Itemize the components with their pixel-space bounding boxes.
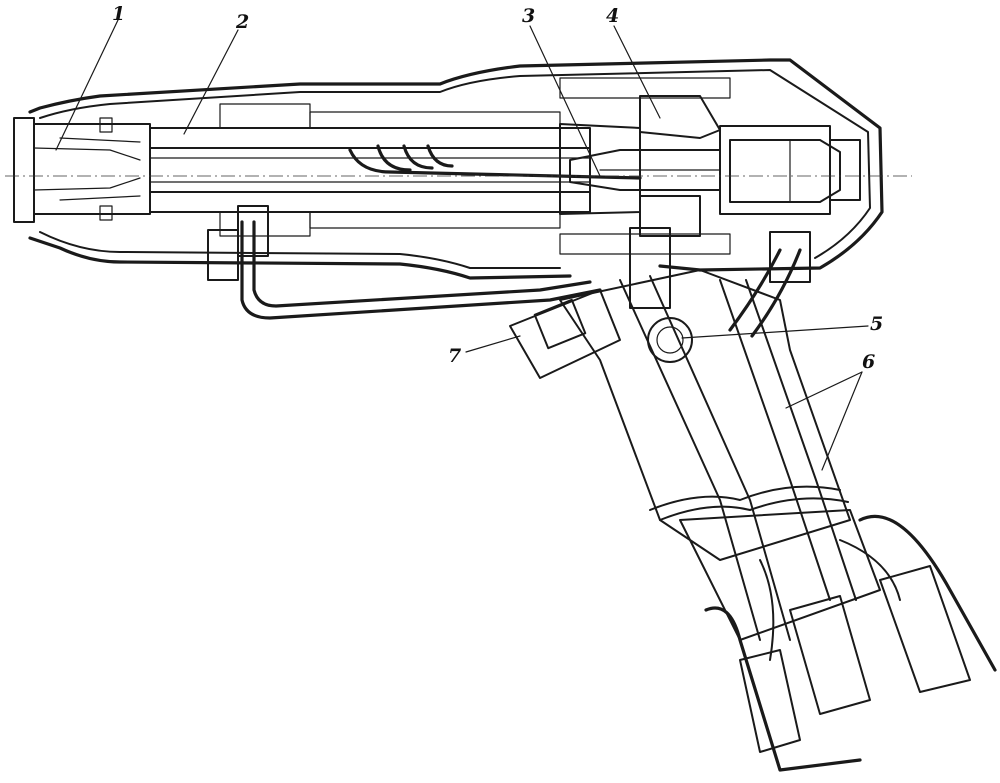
leader-1 bbox=[55, 19, 119, 151]
insulator-ring bbox=[559, 77, 731, 255]
callout-4: 4 bbox=[606, 5, 619, 27]
leader-7 bbox=[465, 335, 521, 353]
callout-3: 3 bbox=[522, 5, 535, 27]
callout-5: 5 bbox=[870, 313, 883, 335]
leader-5 bbox=[681, 325, 869, 339]
leader-3 bbox=[529, 25, 601, 177]
leader-lines bbox=[55, 19, 869, 471]
rear-hose bbox=[728, 231, 811, 338]
leader-4 bbox=[613, 25, 661, 119]
leader-2 bbox=[183, 29, 239, 135]
trigger-switch bbox=[509, 289, 621, 379]
electrode-wires bbox=[348, 144, 642, 180]
callout-7: 7 bbox=[448, 345, 461, 367]
leader-6b bbox=[821, 371, 863, 471]
callout-1: 1 bbox=[112, 3, 125, 25]
rear-terminal-nut bbox=[719, 125, 861, 215]
bottom-connectors bbox=[704, 514, 997, 772]
handle-body bbox=[559, 227, 881, 641]
nozzle-tip bbox=[13, 117, 151, 223]
outer-housing bbox=[28, 58, 884, 280]
callout-2: 2 bbox=[235, 11, 249, 33]
callout-6: 6 bbox=[862, 351, 875, 373]
barrel-tube bbox=[149, 103, 591, 237]
leader-6a bbox=[785, 371, 863, 409]
front-hose-fitting bbox=[207, 205, 602, 320]
callout-labels: 1 2 3 4 5 6 7 bbox=[112, 3, 883, 373]
